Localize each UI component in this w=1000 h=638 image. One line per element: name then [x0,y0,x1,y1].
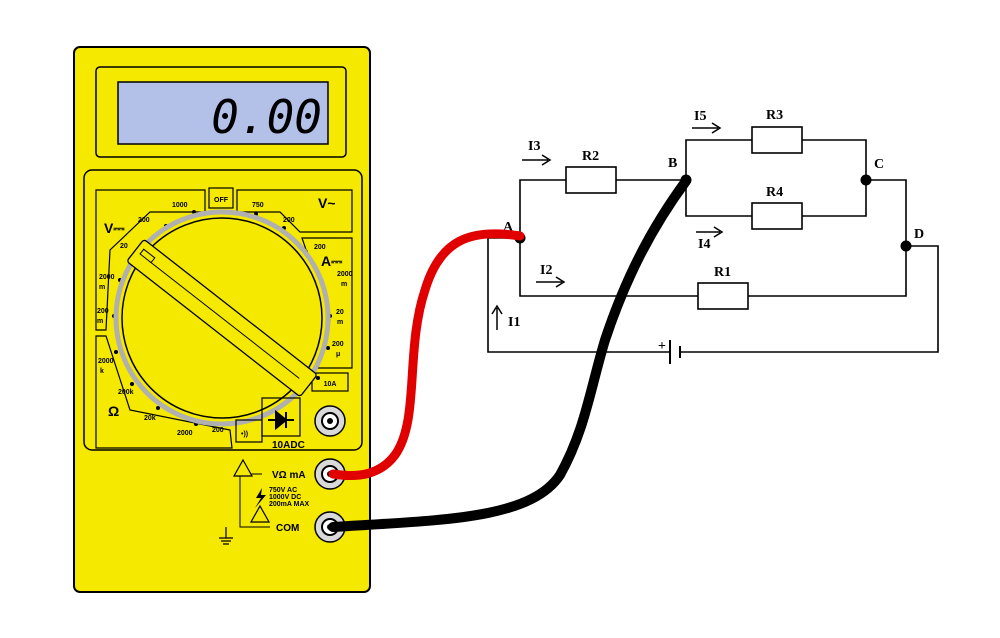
warning-icon [232,458,254,477]
i4-arrow [696,226,724,238]
dial-dot [130,382,134,386]
r2-label: R2 [582,149,599,164]
dial-pointer-marker [139,248,156,264]
dcv-range-200m-unit: m [97,318,103,325]
dca-range-2000m: 2000 [337,271,353,278]
dial-pointer [127,239,317,397]
dcv-range-200m: 200 [97,308,109,315]
i2-arrow [536,276,566,288]
multimeter: 0.00 OFF V⎓ V~ A⎓ Ω 1000 200 20 2000 m 2… [73,46,371,593]
acv-range-750: 750 [252,202,264,209]
wire-a-b [519,179,686,238]
dca-mode-label: A⎓ [321,253,343,269]
diode-icon [268,409,294,431]
ground-icon [219,527,233,545]
node-c-label: C [874,157,884,172]
node-c [860,174,872,186]
node-d-label: D [914,227,924,242]
node-a-label: A [503,220,514,235]
continuity-icon: •)) [241,431,248,438]
jack-10adc[interactable] [314,405,346,437]
high-voltage-icon [255,488,266,508]
dial-dot [326,346,330,350]
dcv-range-20: 20 [120,243,128,250]
dcv-range-1000: 1000 [172,202,188,209]
range-10a: 10A [324,381,337,388]
dial-pointer-line [149,260,300,379]
rating-line-1: 750V AC [269,487,297,494]
dca-range-200: 200 [314,244,326,251]
red-test-lead[interactable] [328,229,525,481]
dcv-range-2000m: 2000 [99,274,115,281]
off-label: OFF [214,197,229,204]
off-box [208,187,234,209]
i5-label: I5 [694,109,706,124]
node-b-label: B [668,156,677,171]
dial-dot [316,376,320,380]
diode-box [261,397,301,437]
dcv-mode-label: V⎓ [104,220,125,236]
i3-arrow [522,154,552,166]
dial-dot [156,406,160,410]
black-test-lead[interactable] [328,176,691,532]
dca-range-200u: 200 [332,341,344,348]
warning-icon [249,504,271,523]
resistor-r3 [751,126,803,154]
i5-arrow [692,122,722,134]
battery-plus: + [658,339,666,354]
ohm-range-2000k-unit: k [100,368,104,375]
node-d [900,240,912,252]
ohm-range-200: 200 [212,427,224,434]
ohm-range-2000k: 2000 [98,358,114,365]
dca-range-20m-unit: m [337,319,343,326]
jack-vma-label: VΩ mA [272,470,306,481]
jack-10adc-label: 10ADC [272,440,305,451]
jack-link-line [239,473,270,528]
rating-line-2: 1000V DC [269,494,301,501]
i3-label: I3 [528,139,540,154]
ohm-range-20k: 20k [144,415,156,422]
battery-icon [669,340,681,364]
wire-a-d [519,238,907,297]
lcd-screen [117,81,329,145]
resistor-r1 [697,282,749,310]
wire-c-d [866,179,907,246]
dca-range-20m: 20 [336,309,344,316]
ohm-range-2000: 2000 [177,430,193,437]
i2-label: I2 [540,263,552,278]
dcv-zone [95,189,206,331]
wire-b-c [685,139,867,217]
jack-com-label: COM [276,523,299,534]
resistor-r4 [751,202,803,230]
resistor-r2 [565,166,617,194]
r4-label: R4 [766,185,783,200]
i4-label: I4 [698,237,710,252]
continuity-box [235,419,263,443]
dca-range-2000m-unit: m [341,281,347,288]
dcv-range-2000m-unit: m [99,284,105,291]
rating-line-3: 200mA MAX [269,501,310,508]
dcv-range-200: 200 [138,217,150,224]
dca-range-200u-unit: μ [336,351,340,358]
acv-mode-label: V~ [318,195,336,211]
circuit: + A B C D R1 R2 R3 R4 I1 I2 I3 I4 I5 [487,108,939,364]
i1-arrow [491,304,503,330]
ohm-range-200k: 200k [118,389,134,396]
r1-label: R1 [714,265,731,280]
i1-label: I1 [508,315,520,330]
r3-label: R3 [766,108,783,123]
ohm-mode-label: Ω [108,403,119,419]
ohm-zone [95,335,233,449]
dial-dot [114,350,118,354]
acv-range-200: 200 [283,217,295,224]
lcd-reading: 0.00 [211,90,322,144]
